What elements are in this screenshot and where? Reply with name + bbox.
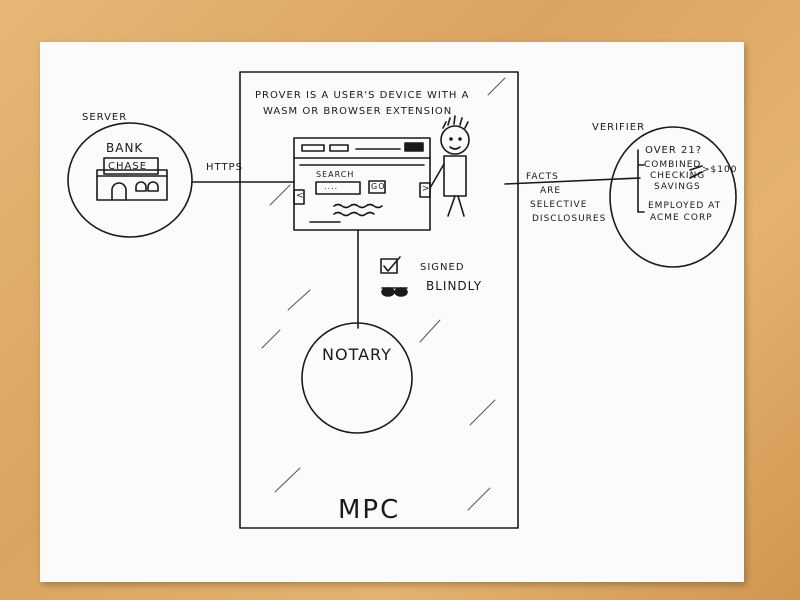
go-box [368,180,386,194]
right-arrow-box [419,182,431,198]
bank-sign-label: Chase [108,161,148,172]
facts-line2: are [540,186,562,196]
next-arrow: > [422,184,431,194]
verifier-item-over21: Over 21? [645,145,703,156]
facts-line4: disclosures [532,214,607,224]
verifier-item-checking: checking [650,171,706,181]
prev-arrow: < [296,191,305,201]
blindly-label: Blindly [426,279,483,293]
search-box [315,181,361,195]
verifier-item-amount: >$100 [702,165,738,175]
notary-circle [301,322,413,434]
facts-line1: Facts [526,172,559,182]
notary-label: Notary [322,345,392,364]
bank-building [96,169,168,201]
verifier-item-employed: Employed at [648,201,722,211]
verifier-item-combined: Combined [644,160,702,170]
bank-window-2 [147,181,159,192]
prover-note-line1: Prover is a user's device with a [255,90,470,101]
verifier-label: Verifier [592,122,646,133]
https-label: HTTPS [206,162,243,173]
bank-door [111,182,127,201]
sunglasses-icon [381,287,408,297]
user-figure [429,115,470,217]
verifier-item-acme: Acme Corp [650,213,713,223]
paper-sheet [40,42,744,582]
server-circle [67,122,193,238]
search-label: Search [316,170,355,179]
bank-label: Bank [106,141,144,155]
signed-checkbox [380,258,398,274]
facts-line [504,177,641,185]
server-label: Server [82,112,128,123]
verifier-circle [609,126,737,268]
verifier-item-savings: savings [654,182,701,192]
bank-sign [103,157,159,175]
bank-window-1 [135,181,147,192]
go-button: Go [371,182,386,191]
mpc-region [239,71,519,529]
left-arrow-box [293,189,305,205]
signed-label: Signed [420,262,465,273]
mpc-label: MPC [338,495,401,525]
search-input: .... [324,182,339,191]
facts-line3: selective [530,200,588,210]
prover-note-line2: WASM or browser extension [263,106,453,117]
